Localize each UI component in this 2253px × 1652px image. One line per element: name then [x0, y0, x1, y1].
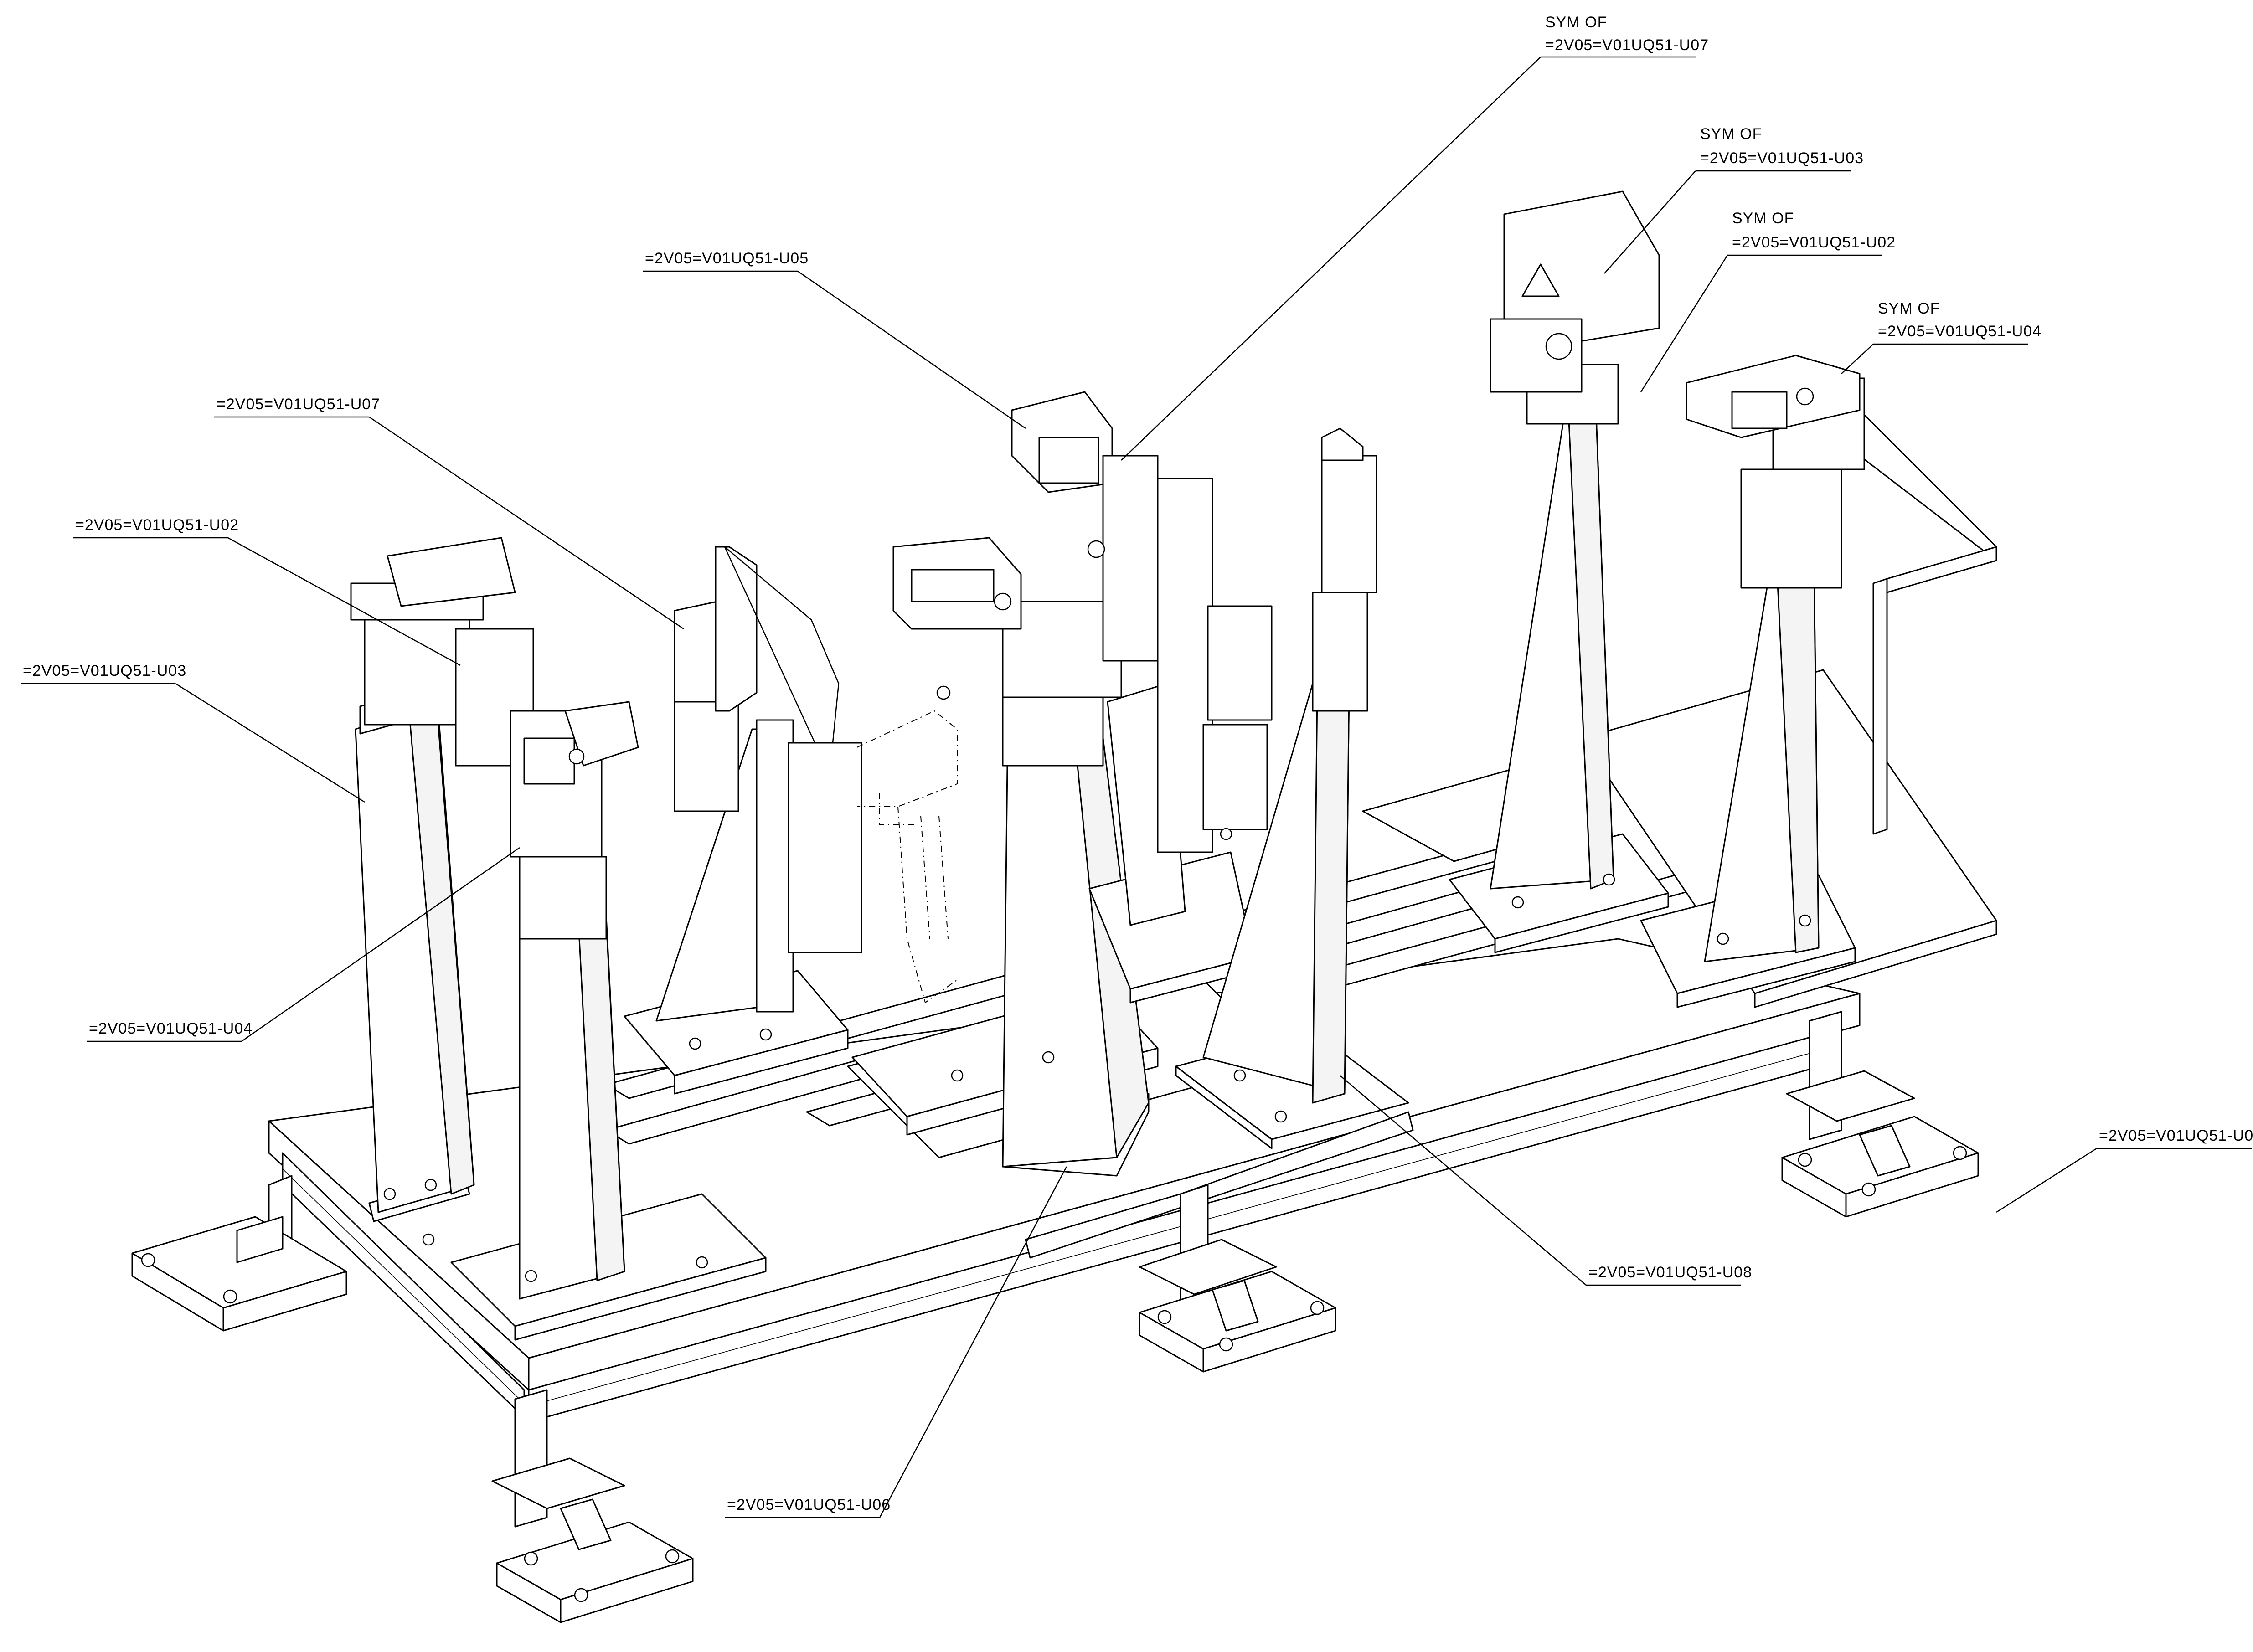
leg-right — [1781, 1011, 1979, 1218]
station-left-rear — [350, 537, 534, 1246]
station-left-front — [450, 701, 767, 1341]
leg-front-mid — [1139, 1184, 1336, 1373]
callout-sym-u04-line1: SYM OF — [1878, 300, 1940, 317]
leg-front-left — [491, 1389, 694, 1623]
station-center-right — [1011, 391, 1273, 1004]
station-center — [851, 537, 1159, 1177]
callout-sym-u02-line2: =2V05=V01UQ51-U02 — [1732, 234, 1896, 251]
callout-sym-u03-line1: SYM OF — [1700, 125, 1762, 143]
station-right-front — [1175, 427, 1409, 1149]
callout-leaders — [21, 56, 2252, 1518]
station-right-far — [1640, 355, 1865, 1008]
callout-sym-u04-line2: =2V05=V01UQ51-U04 — [1878, 323, 2042, 340]
callout-sym-u02-line1: SYM OF — [1732, 210, 1794, 227]
callout-u03: =2V05=V01UQ51-U03 — [23, 662, 186, 679]
callout-u04: =2V05=V01UQ51-U04 — [89, 1020, 253, 1037]
callout-u02: =2V05=V01UQ51-U02 — [75, 516, 239, 534]
callout-labels: SYM OF =2V05=V01UQ51-U07 SYM OF =2V05=V0… — [23, 14, 2253, 1513]
callout-u08: =2V05=V01UQ51-U08 — [1588, 1264, 1752, 1281]
station-mid-left — [624, 546, 862, 1095]
leg-left — [131, 1175, 347, 1332]
callout-sym-u03-line2: =2V05=V01UQ51-U03 — [1700, 149, 1864, 167]
callout-u01: =2V05=V01UQ51-U01 — [2099, 1127, 2253, 1144]
callout-sym-u07-line2: =2V05=V01UQ51-U07 — [1545, 36, 1709, 54]
callout-u06: =2V05=V01UQ51-U06 — [727, 1496, 891, 1513]
station-right-rear — [1449, 190, 1669, 953]
part-outline-dashed — [856, 685, 958, 1004]
callout-sym-u07-line1: SYM OF — [1545, 14, 1607, 31]
callout-u05: =2V05=V01UQ51-U05 — [645, 250, 809, 267]
callout-u07: =2V05=V01UQ51-U07 — [217, 396, 380, 413]
